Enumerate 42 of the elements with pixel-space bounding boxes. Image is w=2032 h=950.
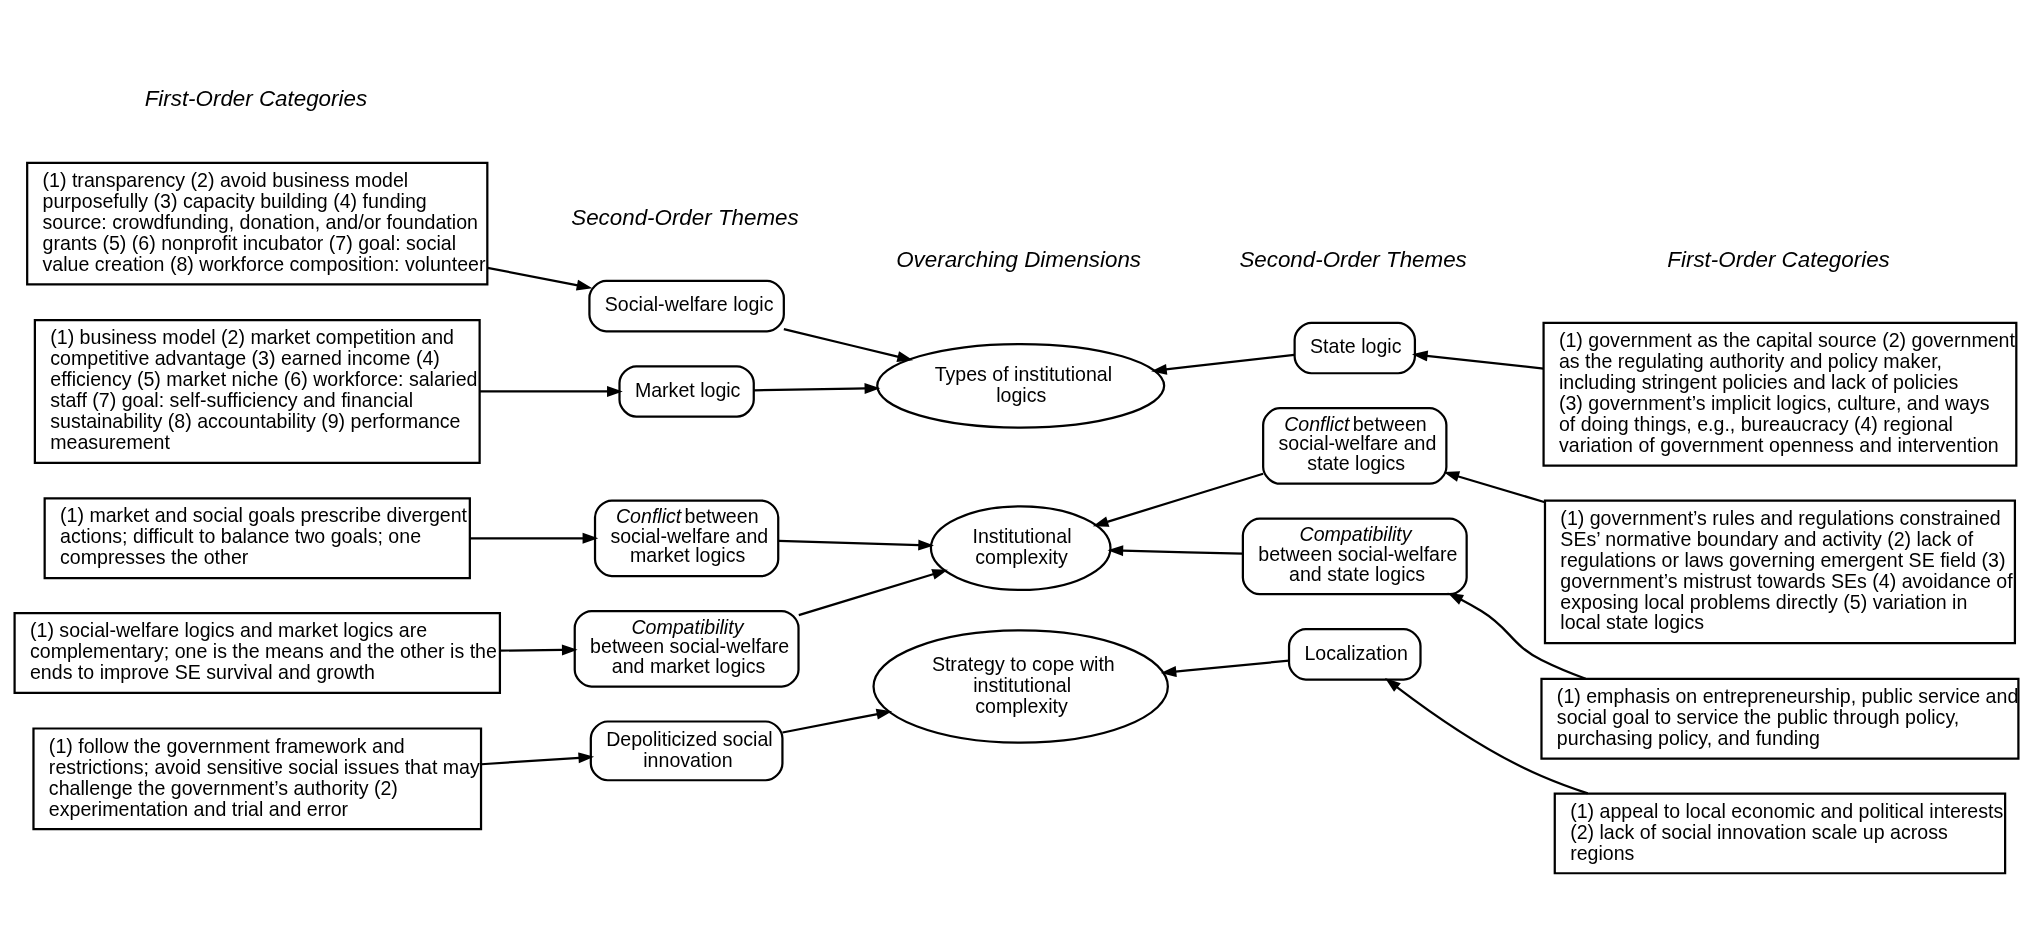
node-box: (1) market and social goals prescribe divergent actions; difficult to balance two goals; one compresses the other [43,497,471,580]
node-box: Depoliticized social innovation [589,720,784,782]
arrow [486,266,592,291]
arrow [1106,545,1242,557]
arrow [753,382,880,394]
arrow [1092,472,1263,527]
arrow [479,385,623,397]
node-box: (1) government as the capital source (2) government as the regulating authority and policy maker, including stringent policies and lack of policies (3) government’s implicit logics, culture, and ways of doing things, e.g., bureaucracy (4) regional variation of government openness and intervention [1541,321,2017,467]
arrow [781,708,892,734]
arrow [480,752,594,766]
node-box: Compatibility between social-welfare and state logics [1241,517,1468,596]
node-box: Localization [1287,628,1422,681]
label: First-Order Categories [144,85,367,111]
node-box: (1) social-welfare logics and market logics are complementary; one is the means and the other is the ends to improve SE survival and growth [12,612,501,694]
node-box: Conflict between social-welfare and state logics [1261,407,1447,485]
arrow [797,569,948,617]
arrow [499,644,578,656]
node-box: (1) emphasis on entrepreneurship, public service and social goal to service the public through policy, purchasing policy, and funding [1539,677,2020,760]
arrow [1150,353,1294,375]
node-box: State logic [1293,321,1416,375]
node-box: (1) business model (2) market competition and competitive advantage (3) earned income (4) efficiency (5) market niche (6) workforce: salaried staff (7) goal: self-sufficiency and financial sustainability (8) accountability (9) performance measurement [33,319,481,464]
node-box: Market logic [617,365,755,418]
label: Second-Order Themes [570,204,799,230]
arrow [469,532,598,544]
arrow [1384,677,1588,795]
node-box: Compatibility between social-welfare and market logics [573,609,800,688]
node-box: (1) government’s rules and regulations constrained SEs’ normative boundary and activity (2) lack of regulations or laws governing emergent SE field (3) government’s mistrust towards SEs (4) avoidance of exposing local problems directly (5) variation in local state logics [1543,499,2016,645]
arrow [1447,592,1586,680]
node-ellipse: Strategy to cope with institutional complexity [871,629,1169,744]
label: Second-Order Themes [1238,246,1467,272]
node-box: Social-welfare logic [587,279,785,333]
label: First-Order Categories [1666,246,1890,272]
node-box: Conflict between social-welfare and market logics [593,499,779,578]
arrow [1160,659,1289,678]
node-box: (1) follow the government framework and restrictions; avoid sensitive social issues that may challenge the government’s authority (2) experimentation and trial and error [31,727,482,831]
arrow [1443,471,1545,504]
arrow [778,539,934,551]
arrow [783,328,913,362]
arrow [1411,350,1544,370]
label: Overarching Dimensions [895,246,1141,272]
node-box: (1) transparency (2) avoid business model purposefully (3) capacity building (4) funding source: crowdfunding, donation, and/or foundation grants (5) (6) nonprofit incubator (7) goal: social value creation (8) workforce composition: volunteer [25,161,488,286]
node-box: (1) appeal to local economic and political interests (2) lack of social innovation scale up across regions [1553,792,2006,875]
